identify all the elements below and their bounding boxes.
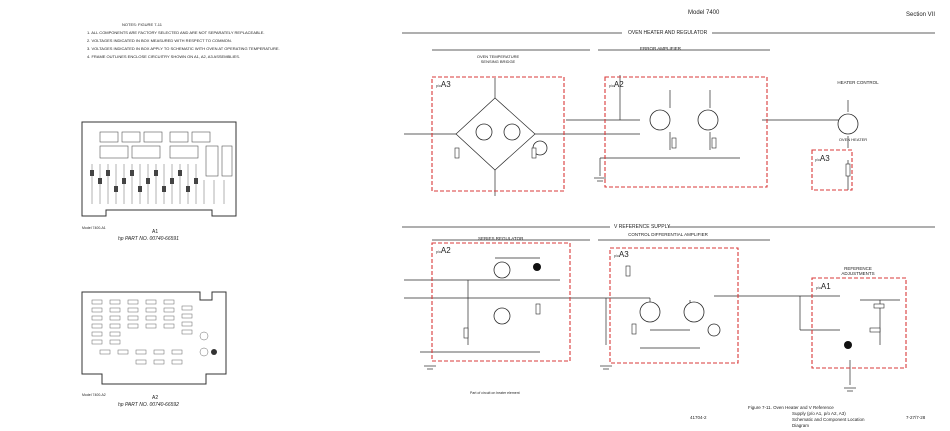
- page-number: 7-27/7-28: [906, 415, 926, 420]
- heater-control-label: HEATER CONTROL: [837, 80, 879, 85]
- model-header: Model 7400: [688, 10, 720, 16]
- note-item: 4. FRAME OUTLINES ENCLOSE CIRCUITRY SHOW…: [87, 54, 241, 59]
- figure-caption-line: Diagram: [792, 423, 810, 428]
- frame-a2-bottom: [431, 242, 571, 362]
- board-a2-part-no: hp PART NO. 00740-66592: [118, 402, 179, 408]
- note-item: 1. ALL COMPONENTS ARE FACTORY SELECTED A…: [87, 30, 265, 35]
- notes-list: 1. ALL COMPONENTS ARE FACTORY SELECTED A…: [87, 30, 307, 62]
- ref-adjust-label: REFERENCE ADJUSTMENTS: [841, 266, 875, 276]
- board-a1-drawing: [81, 121, 237, 217]
- board-a1-part-no: hp PART NO. 00740-66591: [118, 236, 179, 242]
- bottom-note: Part of circuit on heater element: [470, 391, 520, 395]
- frame-a3-bottom: [609, 247, 739, 364]
- doc-id: 41704-2: [690, 415, 707, 420]
- board-a1-name: A1: [152, 229, 159, 235]
- section-header: Section VII: [906, 12, 936, 18]
- figure-caption-line: Supply (p/o A1, p/o A2, A3): [792, 411, 846, 416]
- figure-caption: Figure 7-11. Oven Heater and V Reference…: [748, 405, 865, 429]
- note-item: 2. VOLTAGES INDICATED IN BOX MEASURED WI…: [87, 38, 232, 43]
- assembly-tag-a2-bottom: p/oA2: [436, 246, 451, 255]
- frame-a1-bottom: [811, 277, 907, 369]
- board-a2-ref: Model 7400-A2: [82, 393, 106, 397]
- board-a2-name: A2: [152, 395, 159, 401]
- oven-heater-label: OVEN HEATER: [838, 137, 868, 142]
- section-oven-title: OVEN HEATER AND REGULATOR: [628, 30, 708, 36]
- bridge-label: OVEN TEMPERATURE SENSING BRIDGE: [476, 54, 520, 64]
- assembly-tag-a1-bottom: p/oA1: [816, 282, 831, 291]
- error-amp-label: ERROR AMPLIFIER: [640, 46, 682, 51]
- figure-caption-line: Figure 7-11. Oven Heater and V Reference: [748, 405, 834, 410]
- control-diff-label: CONTROL DIFFERENTIAL AMPLIFIER: [628, 232, 708, 237]
- frame-a3-heater: [811, 149, 853, 191]
- frame-a2-top: [604, 76, 768, 188]
- series-reg-label: SERIES REGULATOR: [478, 236, 524, 241]
- board-a2-drawing: [81, 291, 227, 385]
- figure-caption-line: Schematic and Component Location: [792, 417, 865, 422]
- assembly-tag-a2-top: p/oA2: [609, 80, 624, 89]
- board-a1-ref: Model 7400-A1: [82, 226, 106, 230]
- assembly-tag-a3-heater: p/oA3: [815, 154, 830, 163]
- assembly-tag-a3-top: p/oA3: [436, 80, 451, 89]
- frame-a3-top: [431, 76, 565, 192]
- notes-title: NOTES: FIGURE 7-11: [122, 22, 162, 27]
- section-vref-title: V REFERENCE SUPPLY: [614, 224, 671, 230]
- note-item: 3. VOLTAGES INDICATED IN BOX APPLY TO SC…: [87, 46, 280, 51]
- assembly-tag-a3-bottom: p/oA3: [614, 250, 629, 259]
